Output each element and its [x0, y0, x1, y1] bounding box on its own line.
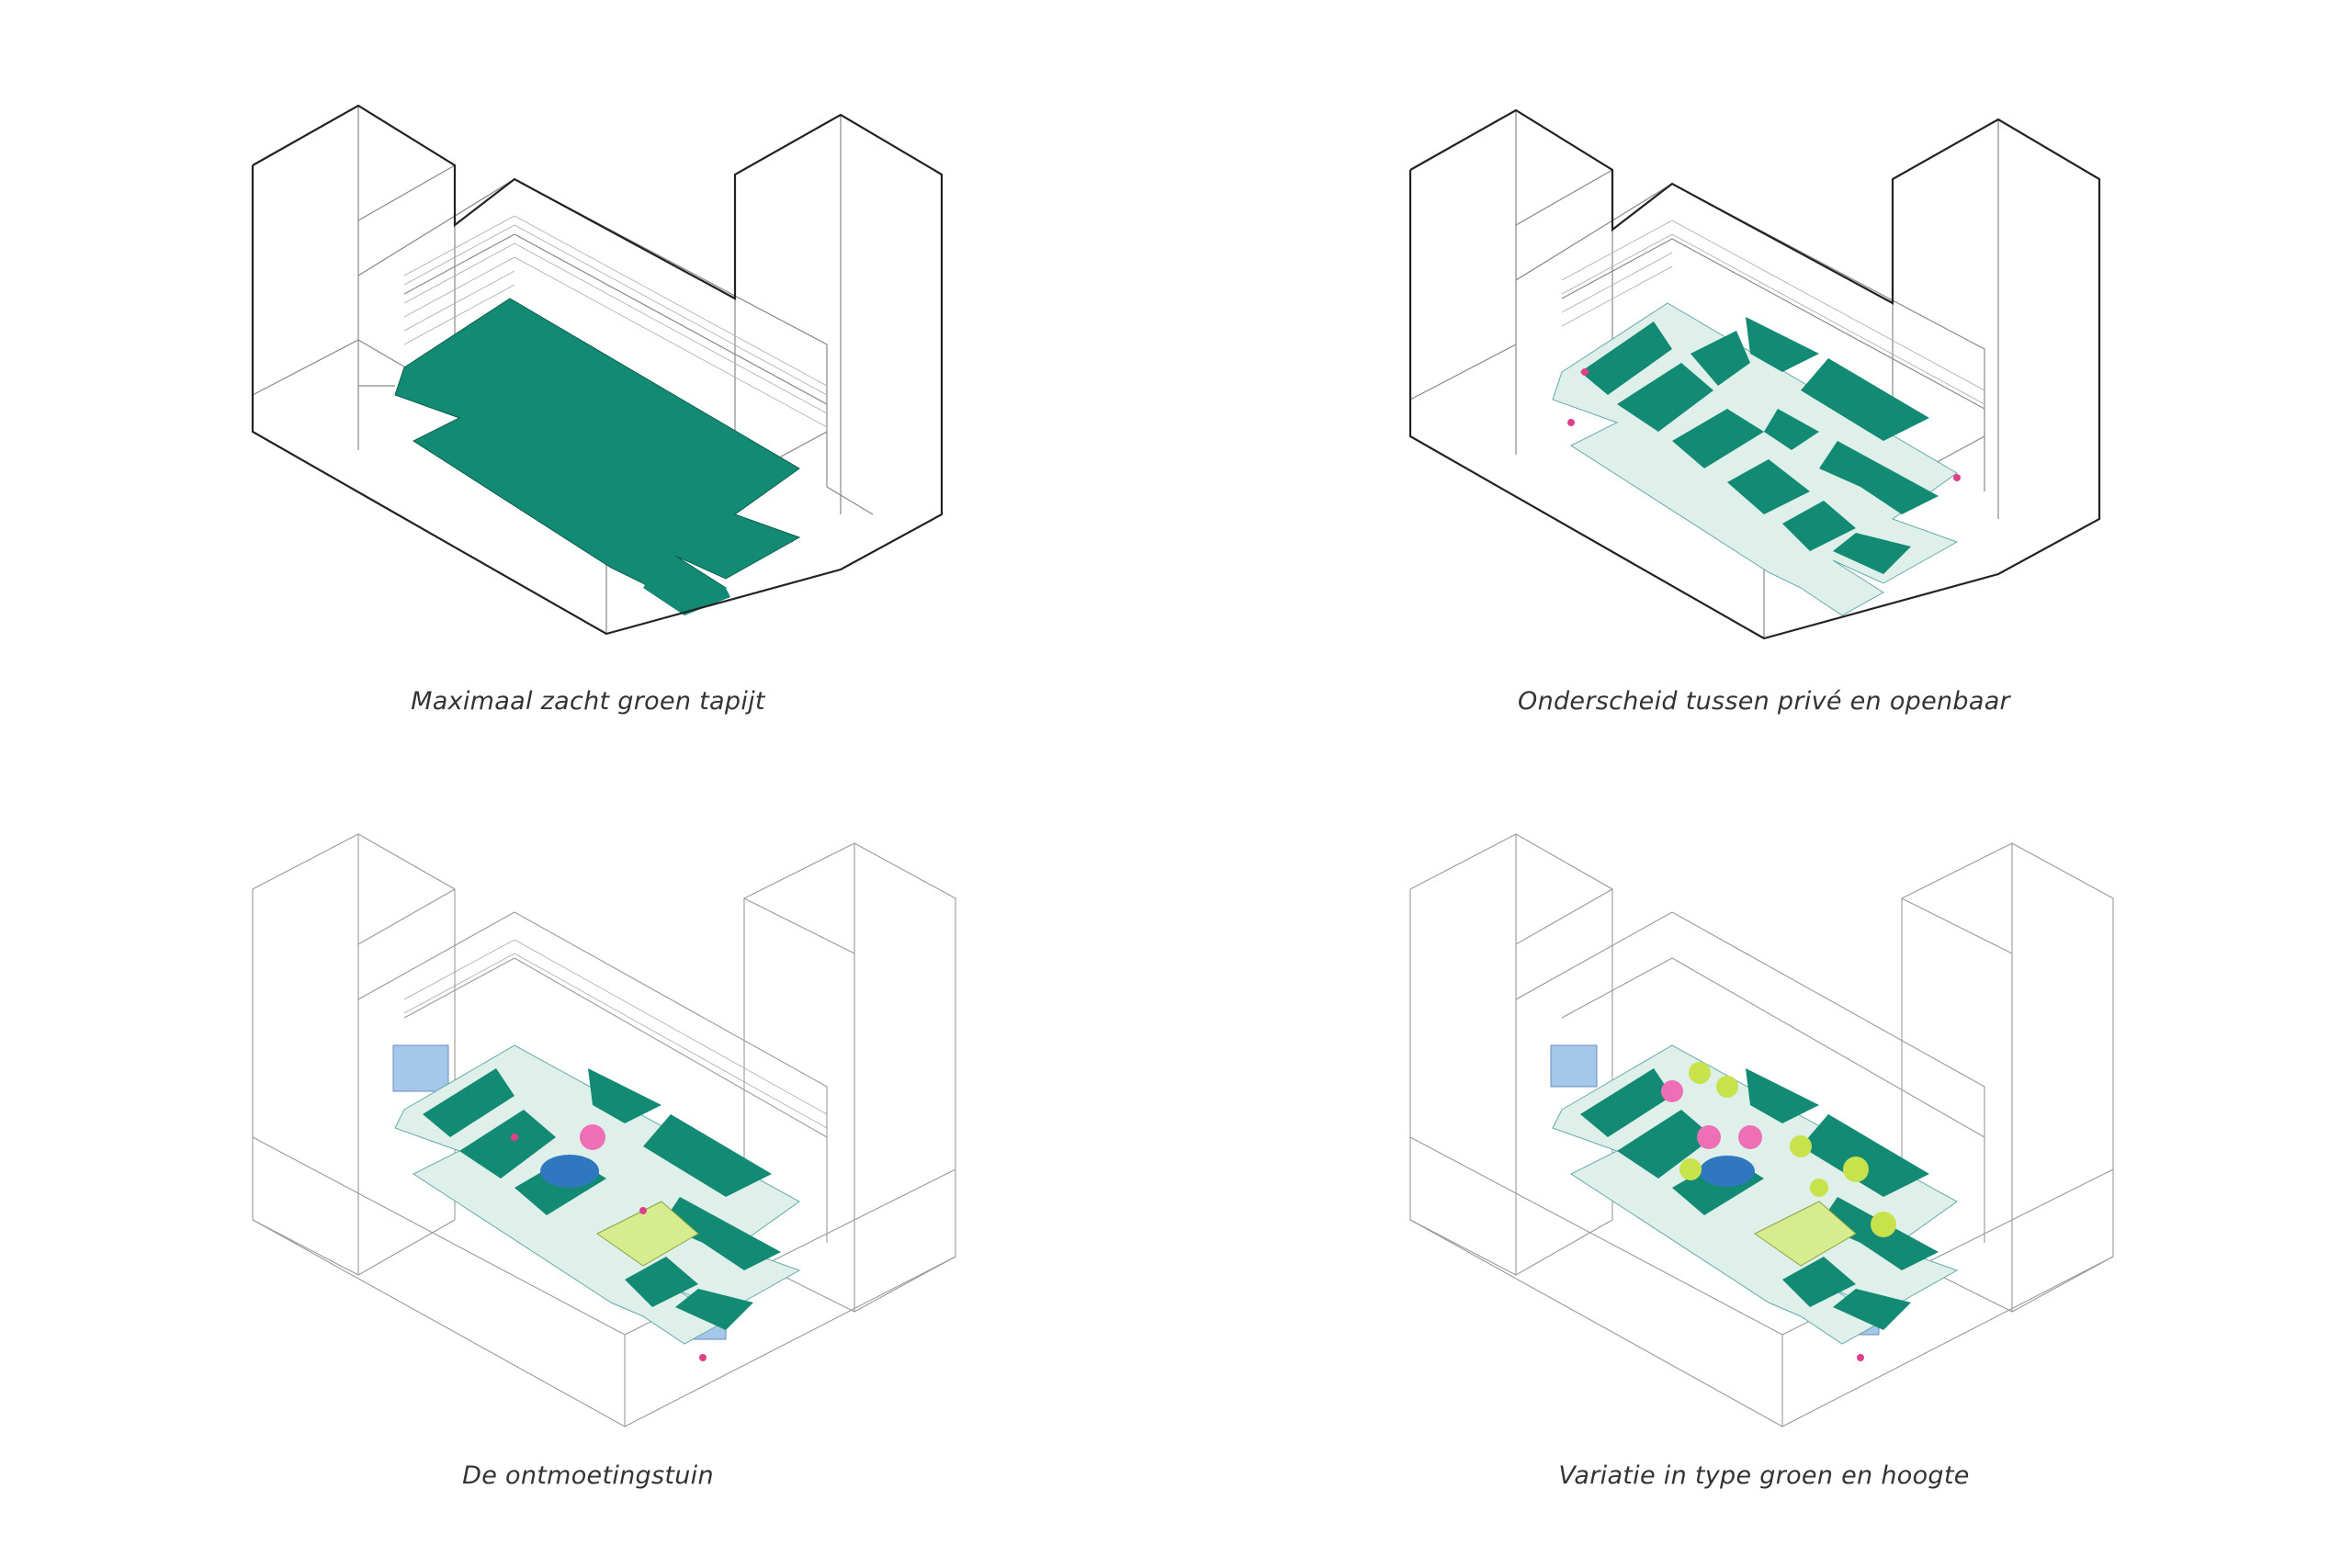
trees — [1661, 1062, 1896, 1237]
diagram-panel-2: Onderscheid tussen privé en openbaar — [1176, 0, 2352, 784]
building-diagram-1 — [251, 104, 944, 636]
building-diagram-3 — [252, 833, 956, 1427]
pink-tree — [580, 1124, 605, 1150]
caption-4: Variatie in type groen en hoogte — [1558, 1461, 1970, 1490]
outline — [251, 104, 944, 636]
caption-2: Onderscheid tussen privé en openbaar — [1518, 687, 2010, 716]
building-diagram-2 — [1408, 108, 2101, 640]
water-feature — [540, 1155, 599, 1188]
glass-pavilion-left — [392, 1044, 449, 1092]
green-carpet — [394, 298, 801, 612]
diagram-panel-3: De ontmoetingstuin — [0, 784, 1176, 1567]
caption-3: De ontmoetingstuin — [462, 1461, 714, 1490]
green-patches — [1580, 317, 1939, 574]
building-diagram-4 — [1409, 833, 2114, 1427]
diagram-panel-4: Variatie in type groen en hoogte — [1176, 784, 2352, 1567]
diagram-panel-1: Maximaal zacht groen tapijt — [0, 0, 1176, 784]
caption-1: Maximaal zacht groen tapijt — [411, 687, 765, 716]
